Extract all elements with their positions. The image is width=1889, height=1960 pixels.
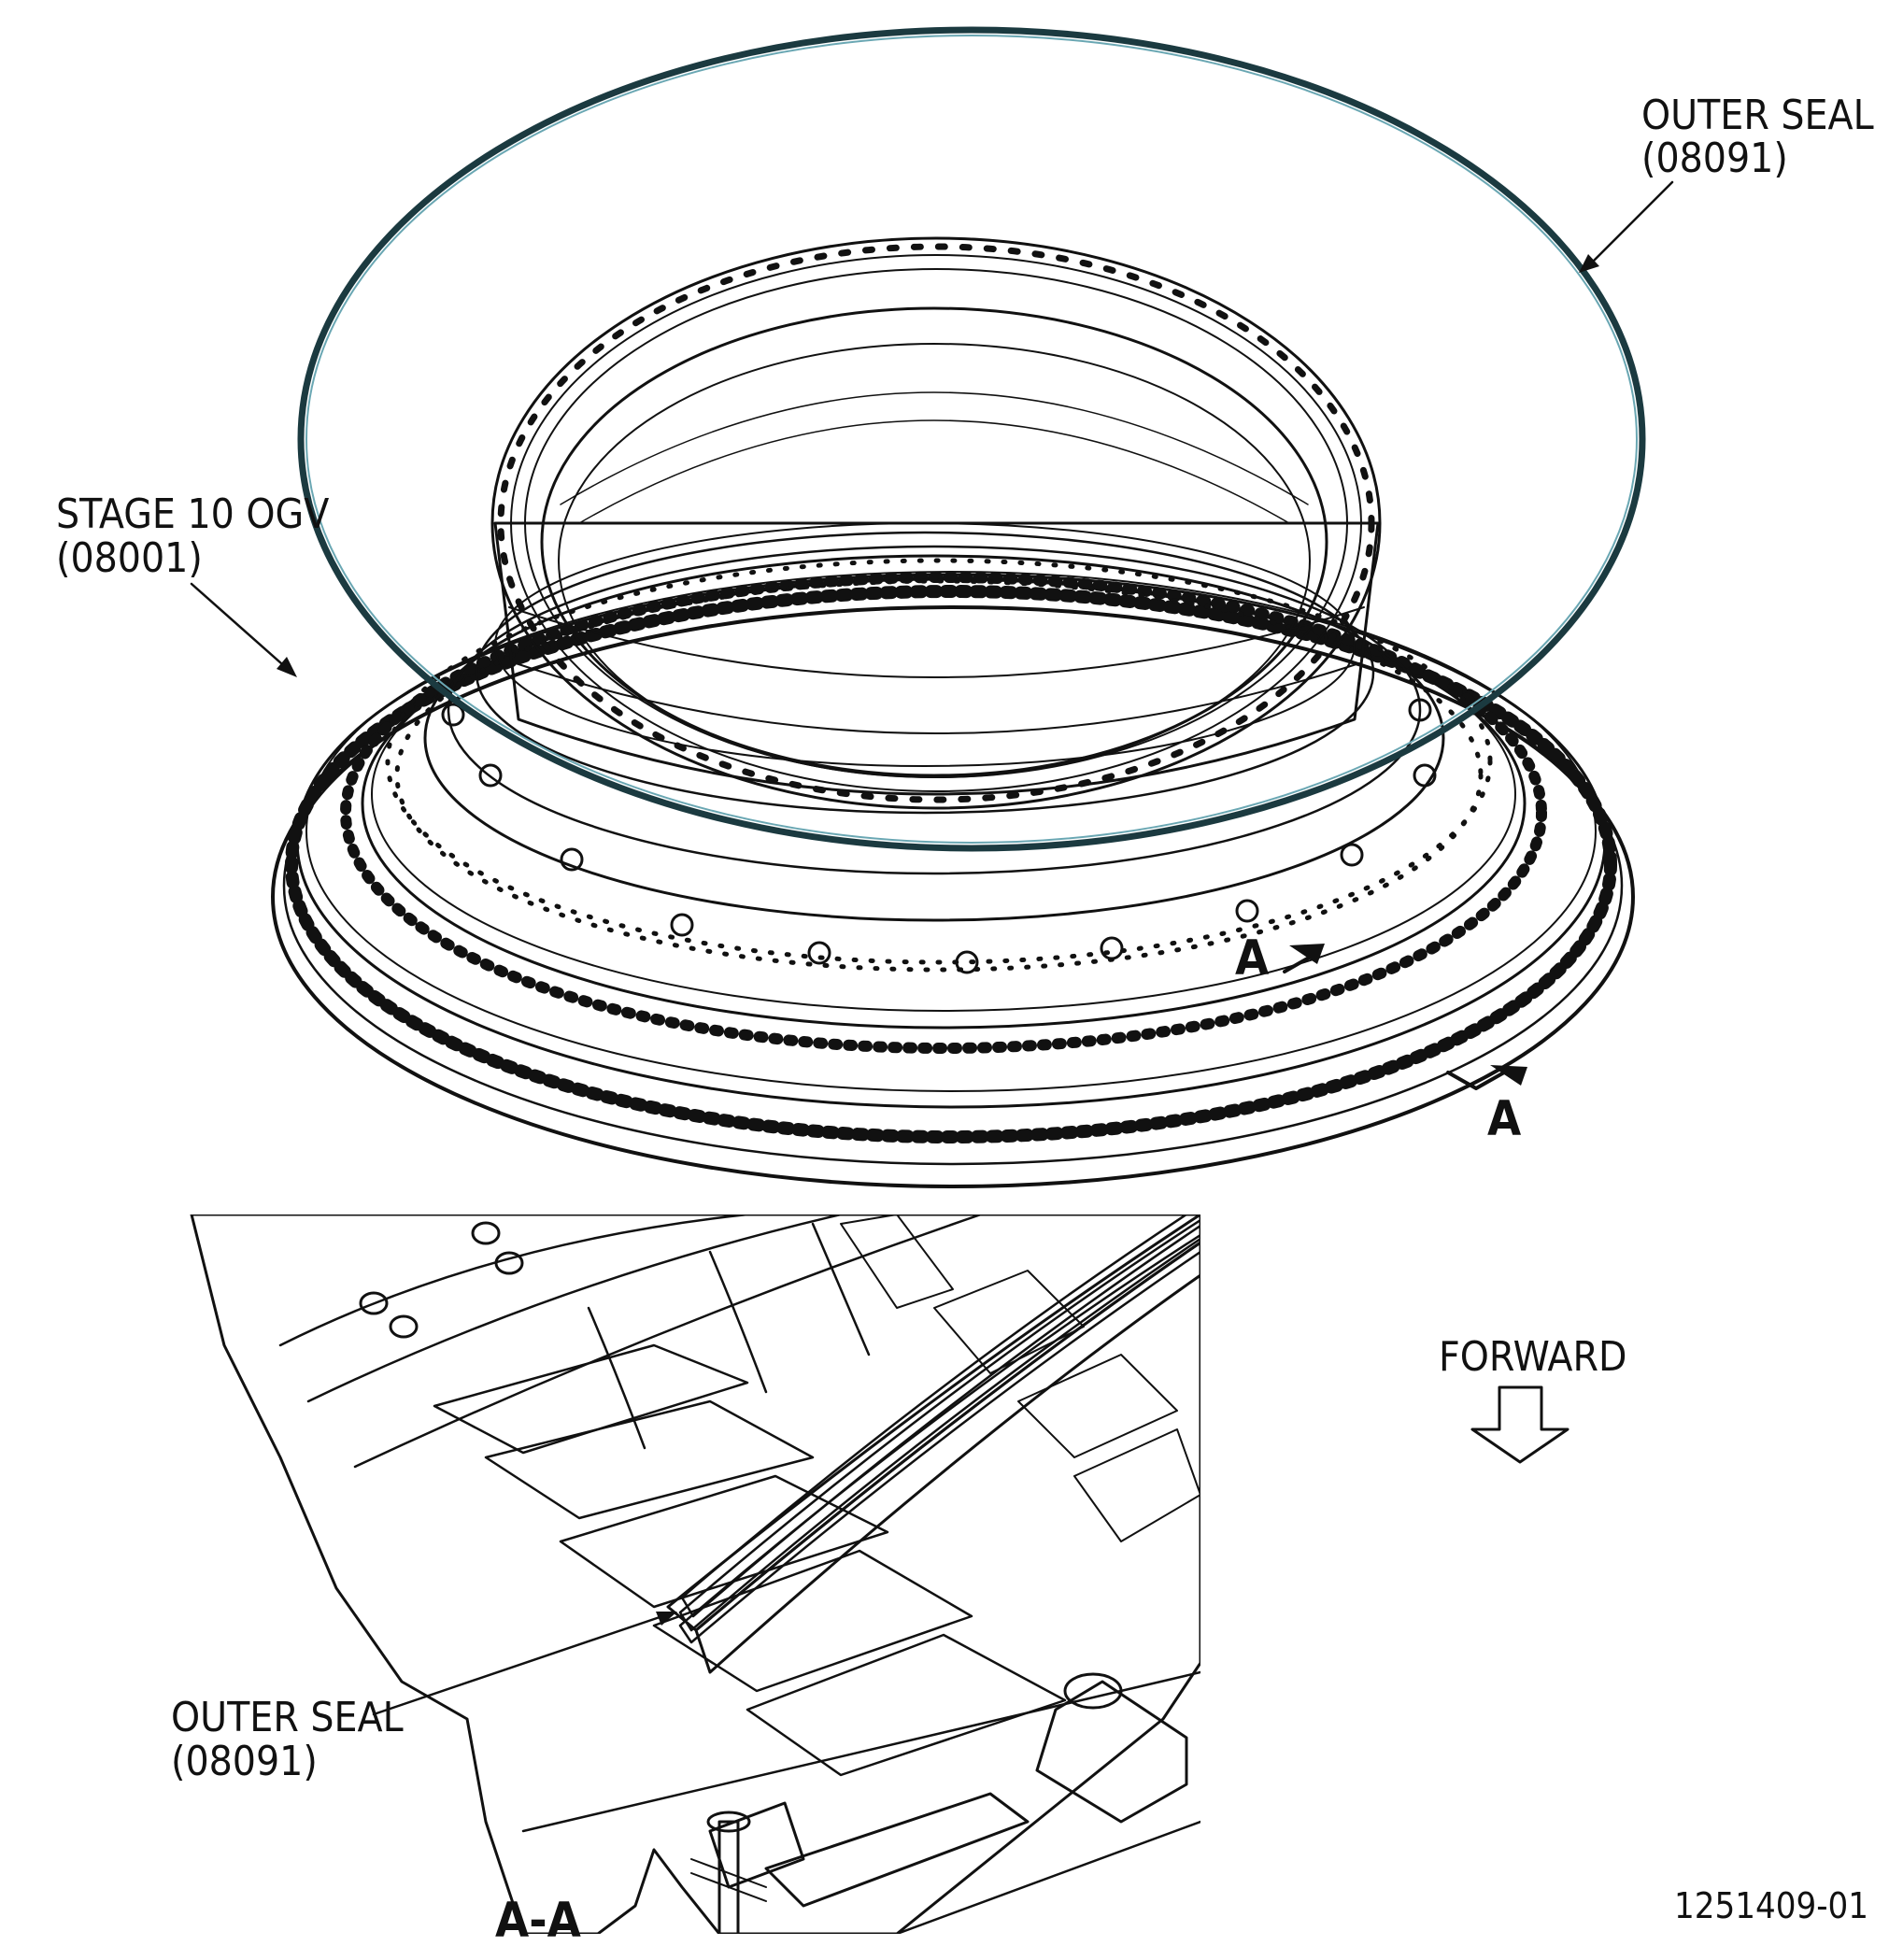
outer-seal-ring	[297, 26, 1646, 852]
ogv-flange-bolt-holes	[497, 243, 1375, 803]
section-marker-upper: A	[1235, 930, 1269, 987]
section-marker-lower: A	[1487, 1091, 1521, 1147]
leader-outer-seal-detail	[372, 1612, 670, 1716]
leader-stage10-ogv	[190, 582, 291, 673]
section-cut-a-upper	[1283, 944, 1325, 973]
detail-casing-body	[190, 1214, 1200, 1934]
detail-bolt-boss	[1035, 1680, 1188, 1824]
section-cut-a-lower	[1446, 1065, 1527, 1090]
forward-arrow-icon	[1470, 1385, 1569, 1464]
ogv-upper-flange	[490, 236, 1382, 810]
detail-hole	[471, 1221, 501, 1245]
figure-number: 1251409-01	[1674, 1885, 1868, 1926]
outer-seal-top-code: (08091)	[1641, 135, 1788, 182]
outer-seal-top-label: OUTER SEAL	[1641, 92, 1874, 139]
detail-fastener	[717, 1820, 740, 1934]
ogv-fasteners	[441, 698, 1437, 974]
outer-seal-detail-label: OUTER SEAL	[171, 1694, 404, 1741]
detail-vane-pockets	[433, 1343, 749, 1455]
ogv-vane-slots	[285, 585, 1617, 1143]
ogv-inner-bore	[540, 306, 1328, 777]
leader-outer-seal-top	[1586, 180, 1674, 268]
stage10-ogv-code: (08001)	[56, 534, 203, 582]
detail-hole	[359, 1291, 389, 1315]
detail-hole	[494, 1251, 524, 1275]
detail-hole	[389, 1314, 419, 1339]
stage10-ogv-label: STAGE 10 OGV	[56, 490, 329, 538]
detail-lower-flange	[764, 1792, 1030, 1908]
ogv-upper-cylinder	[493, 521, 1380, 796]
section-view-title: A-A	[495, 1893, 581, 1949]
outer-seal-detail-code: (08091)	[171, 1738, 318, 1785]
section-view-a-a	[190, 1214, 1200, 1934]
ogv-fastener-ring	[475, 531, 1375, 815]
ogv-hole-row-outer	[385, 558, 1493, 965]
forward-label: FORWARD	[1439, 1333, 1626, 1381]
stage-10-ogv-assembly	[271, 236, 1635, 1188]
